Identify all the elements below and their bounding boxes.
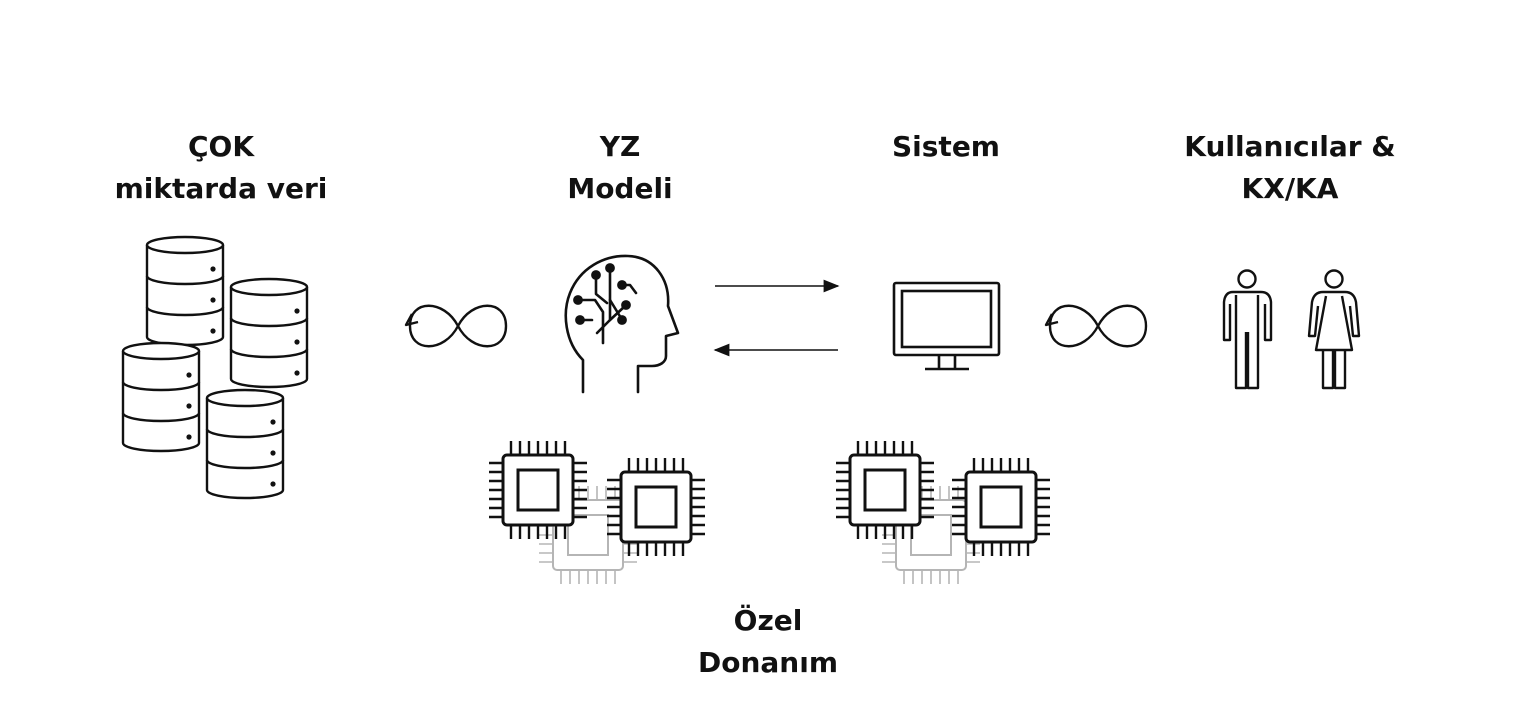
label-users-line2: KX/KA (1241, 172, 1339, 205)
label-data: ÇOK miktarda veri (90, 126, 352, 210)
label-users: Kullanıcılar & KX/KA (1170, 126, 1410, 210)
label-hardware: Özel Donanım (668, 600, 868, 684)
infinity-loop-icon-2 (1044, 304, 1148, 348)
infinity-loop-icon (404, 304, 508, 348)
label-system-line1: Sistem (892, 130, 1000, 163)
label-hardware-line2: Donanım (697, 646, 838, 679)
male-user-icon (1222, 269, 1273, 390)
label-data-line2: miktarda veri (114, 172, 328, 205)
label-model: YZ Modeli (520, 126, 720, 210)
label-model-line2: Modeli (567, 172, 673, 205)
monitor-icon (892, 281, 1001, 371)
label-hardware-line1: Özel (733, 604, 803, 637)
hardware-chips-icon (487, 439, 707, 585)
label-model-line1: YZ (599, 130, 641, 163)
label-system: Sistem (846, 126, 1046, 168)
database-stack-icon (121, 235, 309, 500)
hardware-chips-icon-2 (834, 439, 1052, 585)
label-data-line1: ÇOK (187, 130, 255, 163)
ai-head-icon (564, 254, 680, 394)
label-users-line1: Kullanıcılar & (1184, 130, 1396, 163)
female-user-icon (1307, 269, 1361, 390)
